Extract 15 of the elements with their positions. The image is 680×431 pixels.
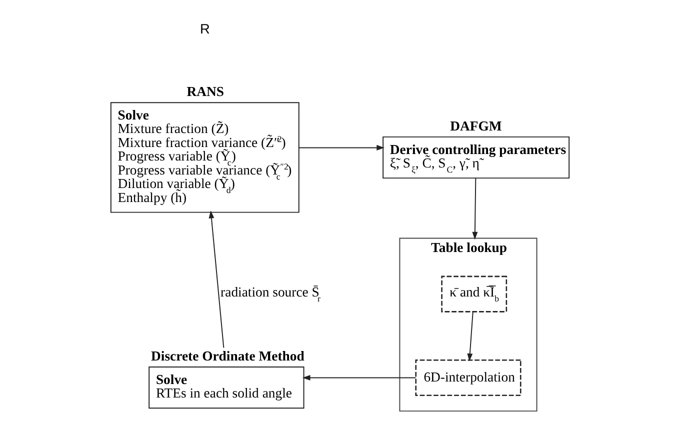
node-label: Discrete Ordinate Method <box>151 348 304 364</box>
arrow <box>467 312 474 362</box>
edge-label: radiation source S̄$_{r}$ <box>220 284 320 304</box>
node-label: DAFGM <box>450 118 502 134</box>
node-box: 6D-interpolation <box>415 360 522 396</box>
node-box: κ̄ and κ̅I̅$_{b}$ <box>441 276 508 312</box>
arrow <box>472 177 478 240</box>
arrow <box>302 375 416 381</box>
node-label: RANS <box>186 84 224 100</box>
label: R <box>200 21 210 36</box>
arrow <box>298 144 384 150</box>
node-box: Solve Mixture fraction (Z̃) Mixture fraction variance (Z̃″$^{2}$) Progress variable (Ỹ$_{c}$) Progress variable variance (Ỹ$_{c}$$^{″2}$) Dilution variable (Ỹ$_{d}$) Enthalpy (h̃) <box>110 102 300 213</box>
node-box: Solve RTEs in each solid angle <box>148 366 304 409</box>
arrow <box>208 210 224 348</box>
node-box: Derive controlling parameters ξ̃, S$_{ξ}$, C̃, S$_{C}$, γ̃, η̃ <box>382 136 570 179</box>
